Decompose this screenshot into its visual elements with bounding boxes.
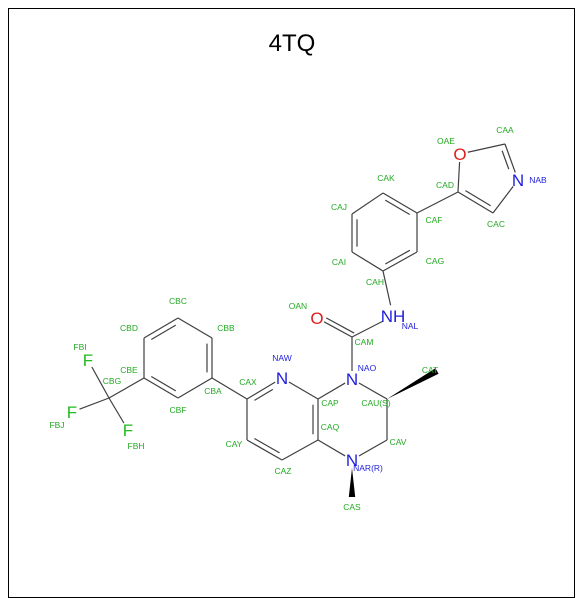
atom-label-caq: CAQ [321, 422, 340, 432]
bond-CAF-CAK [382, 192, 418, 214]
atom-label-caf: CAF [426, 215, 443, 225]
atom-label-caz: CAZ [275, 466, 292, 476]
bond-CAF-CAK-inner [384, 199, 411, 216]
atom-symbol-narr: N [346, 451, 358, 470]
bond-CBE-CBF-inner [150, 375, 177, 392]
atom-label-cbb: CBB [217, 323, 235, 333]
atom-label-cbf: CBF [170, 405, 187, 415]
atom-label-cbg: CBG [103, 376, 121, 386]
bond-CBC-CBD [143, 317, 179, 339]
bond-NAW-CAX-inner [254, 388, 274, 401]
atom-label-cba: CBA [204, 386, 222, 396]
bond-CAK-CAJ [351, 192, 384, 215]
atom-label-oan: OAN [289, 301, 307, 311]
atom-symbol-nab: N [512, 171, 524, 190]
molecule-title: 4TQ [268, 30, 316, 57]
bond-NARR-CAQ [317, 439, 346, 457]
bond-NAW-CAX [246, 381, 276, 400]
atom-label-cam: CAM [355, 337, 374, 347]
atom-label-caus: CAU(S) [361, 398, 390, 408]
atom-label-nal: NAL [402, 321, 419, 331]
bond-CAM-OAN [323, 321, 353, 338]
atom-label-cat: CAT [422, 365, 438, 375]
bond-CBC-CBD-inner [150, 324, 177, 341]
bond-CAP-NAW [288, 381, 319, 400]
bonds-layer [79, 143, 516, 497]
atom-label-cak: CAK [377, 173, 395, 183]
atom-label-cbd: CBD [120, 323, 138, 333]
bond-CAH-CAG [382, 251, 418, 272]
bond-CAC-CAD-inner [465, 190, 491, 207]
bond-CAH-CAG-inner [385, 249, 411, 265]
atom-label-caj: CAJ [331, 202, 347, 212]
atom-label-cah: CAH [366, 277, 384, 287]
bond-NARR-CAS-wedge [348, 468, 356, 497]
atom-label-cas: CAS [343, 502, 361, 512]
atom-label-cap: CAP [321, 398, 339, 408]
bond-CBG-FBI [91, 366, 110, 399]
atom-label-cav: CAV [390, 437, 407, 447]
atom-symbol-oan: O [310, 309, 323, 328]
atom-label-cad: CAD [436, 180, 454, 190]
atom-label-cac: CAC [487, 219, 505, 229]
bond-CAD-OAE [457, 161, 461, 193]
bond-CAD-CAF [416, 191, 459, 214]
bond-CBB-CBC [177, 317, 213, 339]
atom-label-cbe: CBE [120, 365, 138, 375]
bond-CAY-CAZ [246, 439, 283, 461]
atom-symbol-nao: N [346, 370, 358, 389]
atom-label-caa: CAA [496, 125, 514, 135]
atom-label-cbc: CBC [169, 296, 187, 306]
bond-CAUS-CAT-wedge [387, 368, 439, 399]
bond-CAH-NAL [382, 270, 392, 306]
atom-symbol-fbh: F [123, 421, 133, 440]
atom-label-cai: CAI [332, 257, 346, 267]
atom-label-fbi: FBI [73, 342, 86, 352]
bond-CAX-CBA [211, 377, 248, 400]
bond-CBE-CBF [143, 377, 179, 399]
bond-OAE-CAA [467, 143, 506, 153]
atom-symbol-fbi: F [83, 351, 93, 370]
atom-symbol-naw: N [276, 369, 288, 388]
atom-label-cag: CAG [426, 256, 444, 266]
atom-label-cax: CAX [239, 377, 257, 387]
diagram-frame [8, 8, 575, 598]
bond-CAA-NAB [504, 143, 516, 173]
bond-NAL-CAM [351, 320, 384, 338]
bond-CAI-CAH [351, 251, 384, 272]
atom-label-fbh: FBH [128, 441, 145, 451]
atom-label-naw: NAW [272, 353, 292, 363]
atom-symbol-oae: O [453, 145, 466, 164]
bond-CAZ-CAQ [281, 439, 319, 461]
atom-label-nao: NAO [358, 363, 377, 373]
bond-CAA-NAB-inner [501, 150, 510, 170]
atom-label-cay: CAY [226, 439, 243, 449]
bond-CAM-OAN-second [325, 317, 355, 334]
bond-CBG-FBJ [79, 397, 110, 410]
atom-symbol-nal: NH [381, 307, 406, 326]
bond-CBE-CBG [108, 377, 145, 399]
atom-label-narr: NAR(R) [353, 463, 383, 473]
bond-CAY-CAZ-inner [254, 437, 280, 454]
atom-label-fbj: FBJ [49, 420, 64, 430]
bond-CBF-CBA [177, 377, 213, 399]
bond-CAC-CAD [457, 191, 494, 214]
bond-NAO-CAUS [358, 382, 388, 400]
atom-label-nab: NAB [529, 175, 547, 185]
atom-symbol-fbj: F [67, 403, 77, 422]
atom-label-oae: OAE [437, 136, 455, 146]
bond-CBG-FBH [108, 397, 125, 424]
bond-CAP-NAO [317, 382, 346, 400]
bond-NAB-CAC [492, 186, 514, 214]
bond-CAV-NARR [358, 439, 388, 457]
